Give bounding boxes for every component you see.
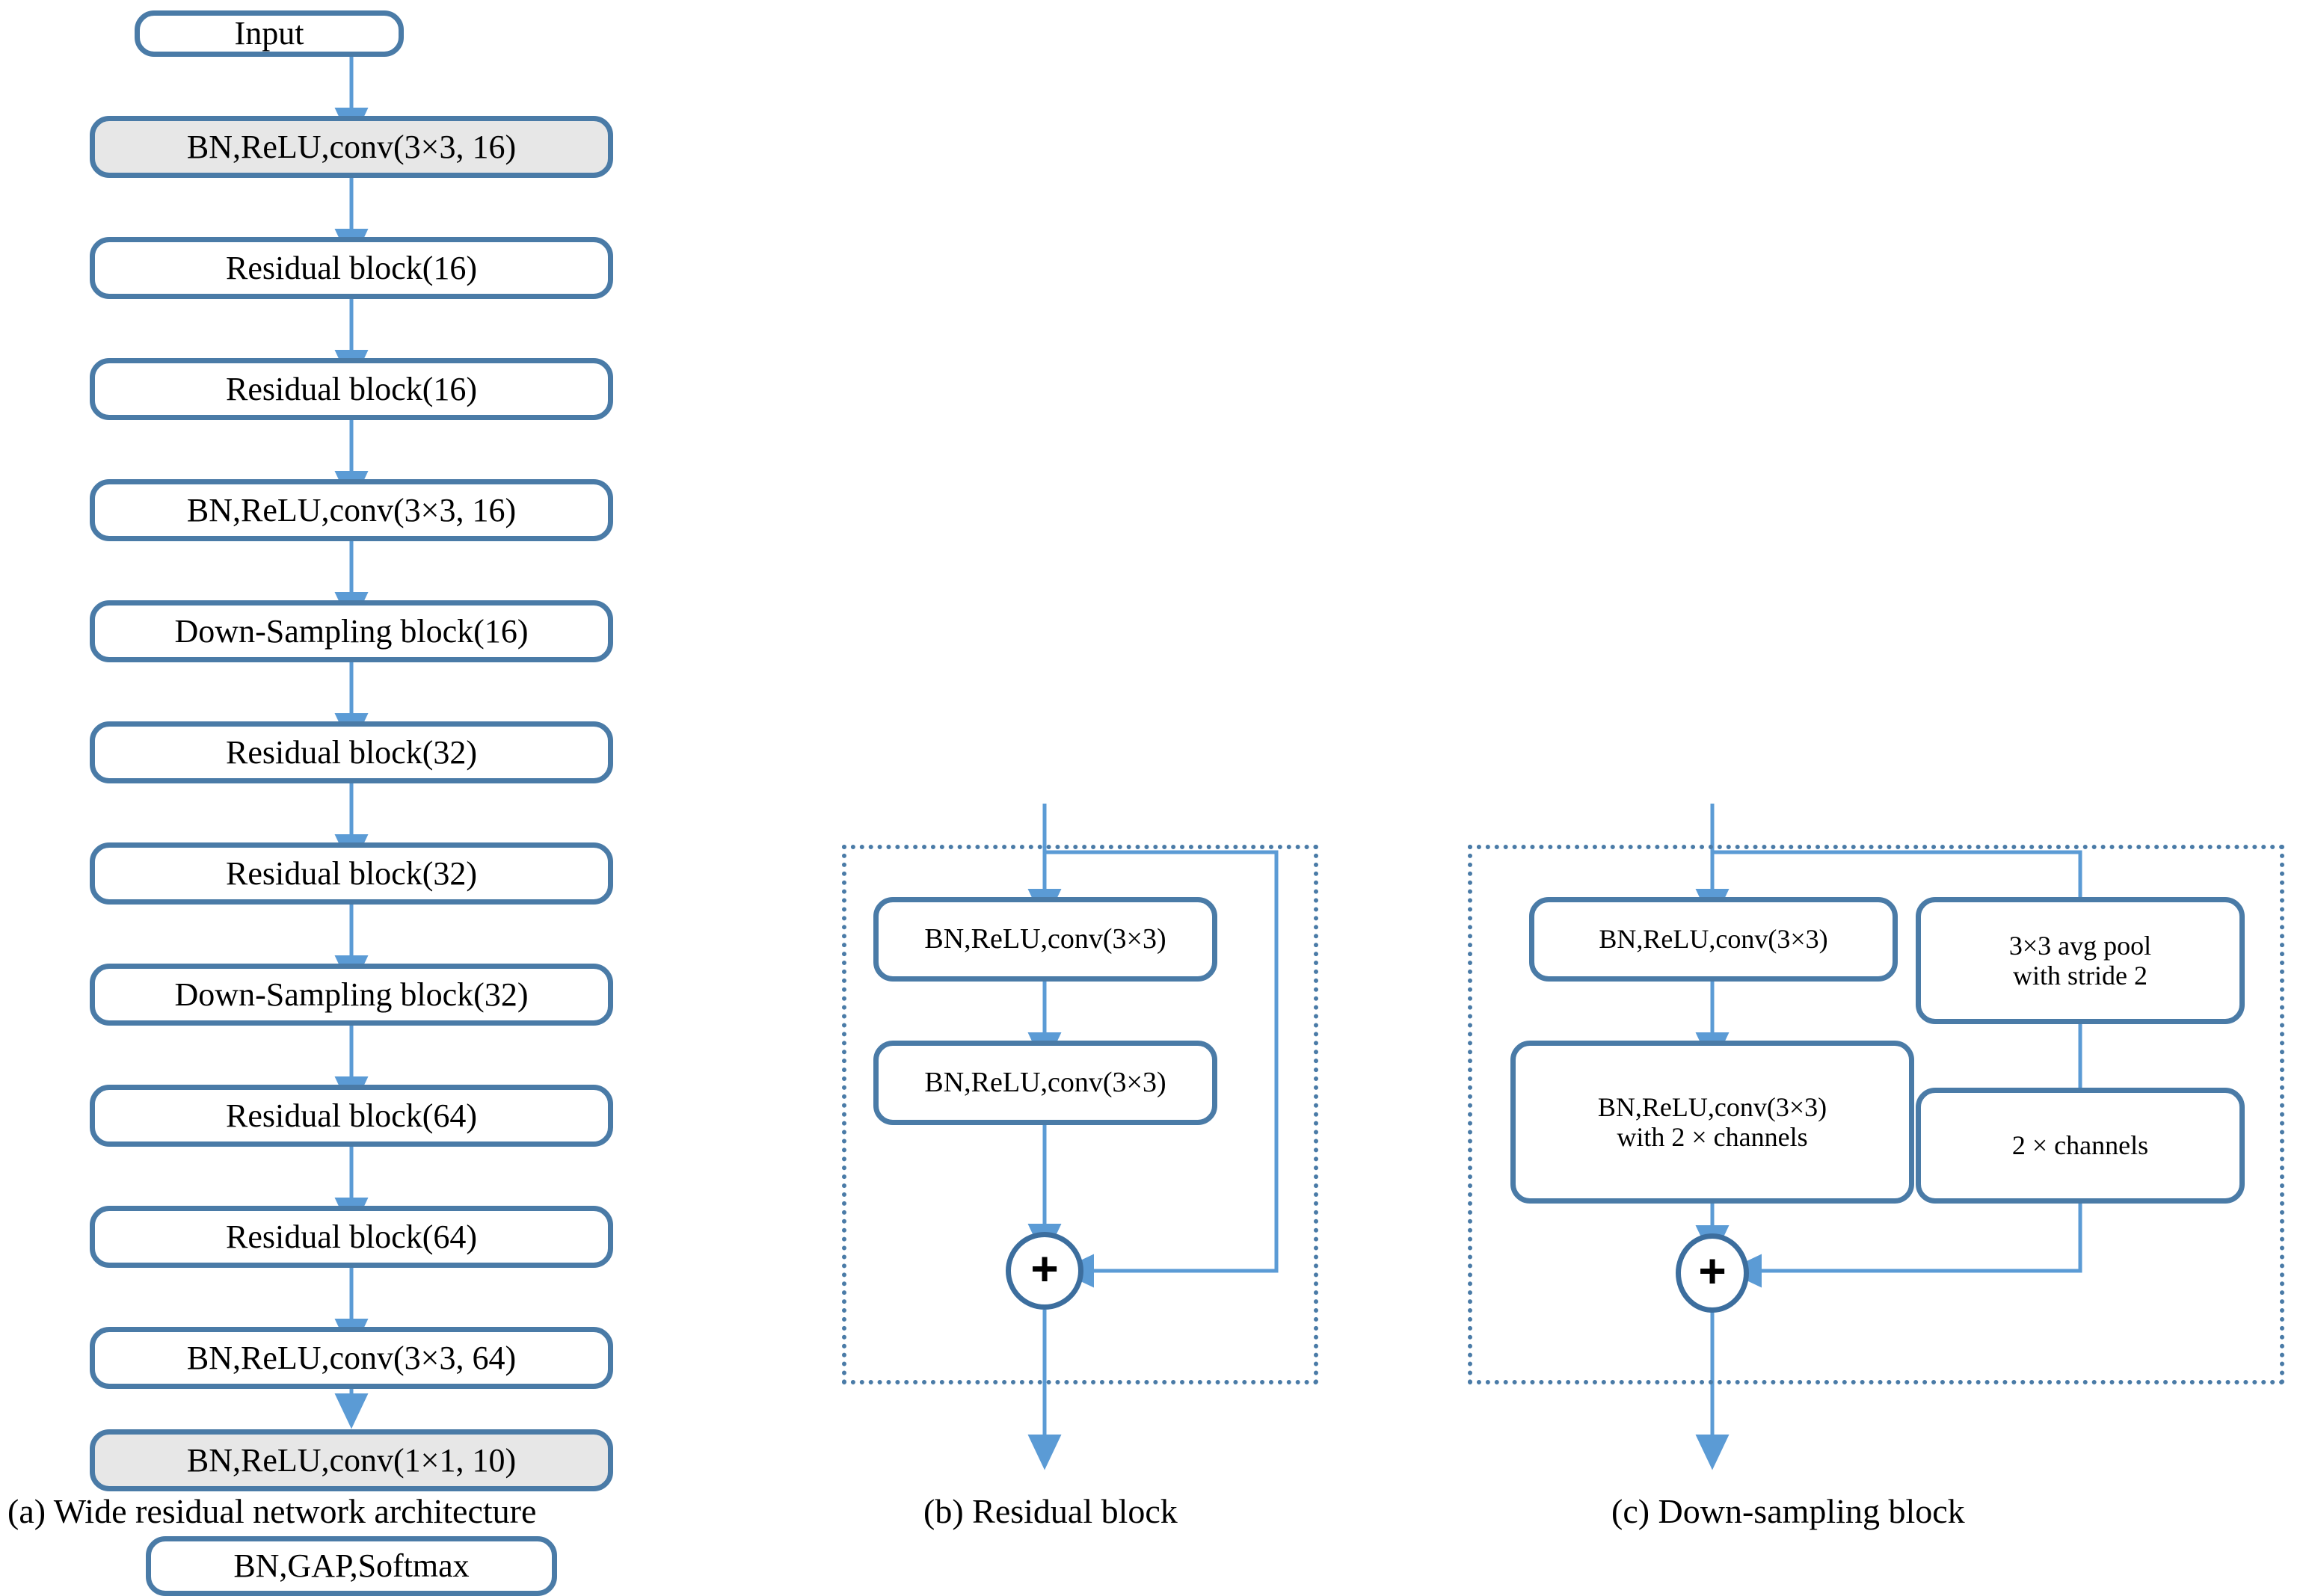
node-label-line2: with stride 2 <box>2013 961 2147 990</box>
node-residual-block-64-b[interactable]: Residual block(64) <box>90 1206 613 1268</box>
caption-panel-c: (c) Down-sampling block <box>1611 1492 1965 1530</box>
plus-icon: + <box>1030 1242 1059 1295</box>
node-residual-block-32-b[interactable]: Residual block(32) <box>90 842 613 905</box>
node-down-sampling-block-32[interactable]: Down-Sampling block(32) <box>90 964 613 1026</box>
node-label: 2 × channels <box>2011 1130 2149 1161</box>
node-label: BN,ReLU,conv(3×3, 64) <box>186 1339 517 1376</box>
node-label: BN,ReLU,conv(3×3, 16) <box>186 491 517 529</box>
node-label: Residual block(64) <box>225 1097 478 1134</box>
node-down-sampling-block-16[interactable]: Down-Sampling block(16) <box>90 600 613 662</box>
node-label: Down-Sampling block(16) <box>174 612 529 650</box>
node-label: 3×3 avg pool with stride 2 <box>2002 931 2159 991</box>
node-bn-relu-conv-3x3-16-first[interactable]: BN,ReLU,conv(3×3, 16) <box>90 116 613 178</box>
node-label: BN,GAP,Softmax <box>233 1547 470 1585</box>
residual-block-dotted-frame <box>842 845 1318 1384</box>
node-residual-block-32-a[interactable]: Residual block(32) <box>90 721 613 783</box>
node-label: BN,ReLU,conv(3×3) <box>924 1067 1166 1099</box>
node-b-bn-relu-conv-3x3-first[interactable]: BN,ReLU,conv(3×3) <box>873 897 1217 982</box>
node-c-avg-pool-stride-2[interactable]: 3×3 avg pool with stride 2 <box>1916 897 2245 1024</box>
node-residual-block-16-a[interactable]: Residual block(16) <box>90 237 613 299</box>
node-c-bn-relu-conv-3x3-2x-channels[interactable]: BN,ReLU,conv(3×3) with 2 × channels <box>1510 1041 1914 1204</box>
node-label: Residual block(32) <box>225 854 478 892</box>
node-label-line1: BN,ReLU,conv(3×3) <box>1597 1091 1827 1122</box>
node-c-bn-relu-conv-3x3[interactable]: BN,ReLU,conv(3×3) <box>1529 897 1898 982</box>
node-label: BN,ReLU,conv(3×3) with 2 × channels <box>1590 1092 1834 1153</box>
node-input[interactable]: Input <box>135 10 404 57</box>
node-bn-relu-conv-1x1-10[interactable]: BN,ReLU,conv(1×1, 10) <box>90 1429 613 1491</box>
node-bn-gap-softmax[interactable]: BN,GAP,Softmax <box>146 1536 557 1596</box>
node-label: Input <box>234 15 304 52</box>
add-operator-c: + <box>1676 1233 1749 1313</box>
node-label: Residual block(64) <box>225 1218 478 1255</box>
node-bn-relu-conv-3x3-64[interactable]: BN,ReLU,conv(3×3, 64) <box>90 1327 613 1389</box>
node-label: Residual block(16) <box>225 249 478 286</box>
node-bn-relu-conv-3x3-16-second[interactable]: BN,ReLU,conv(3×3, 16) <box>90 479 613 541</box>
node-residual-block-16-b[interactable]: Residual block(16) <box>90 358 613 420</box>
node-label: Residual block(16) <box>225 370 478 407</box>
node-label: BN,ReLU,conv(1×1, 10) <box>186 1441 517 1479</box>
down-sampling-block-dotted-frame <box>1468 845 2284 1384</box>
caption-panel-a: (a) Wide residual network architecture <box>7 1492 537 1530</box>
node-residual-block-64-a[interactable]: Residual block(64) <box>90 1085 613 1147</box>
node-label: Residual block(32) <box>225 733 478 771</box>
caption-panel-b: (b) Residual block <box>923 1492 1178 1530</box>
node-b-bn-relu-conv-3x3-second[interactable]: BN,ReLU,conv(3×3) <box>873 1041 1217 1125</box>
node-label: Down-Sampling block(32) <box>174 976 529 1013</box>
node-label: BN,ReLU,conv(3×3, 16) <box>186 128 517 165</box>
add-operator-b: + <box>1006 1232 1083 1310</box>
plus-icon: + <box>1698 1244 1727 1298</box>
node-label-line1: 3×3 avg pool <box>2008 930 2152 961</box>
node-label: BN,ReLU,conv(3×3) <box>924 923 1166 955</box>
node-c-2x-channels[interactable]: 2 × channels <box>1916 1088 2245 1204</box>
node-label-line2: with 2 × channels <box>1617 1122 1808 1152</box>
node-label: BN,ReLU,conv(3×3) <box>1599 924 1828 955</box>
